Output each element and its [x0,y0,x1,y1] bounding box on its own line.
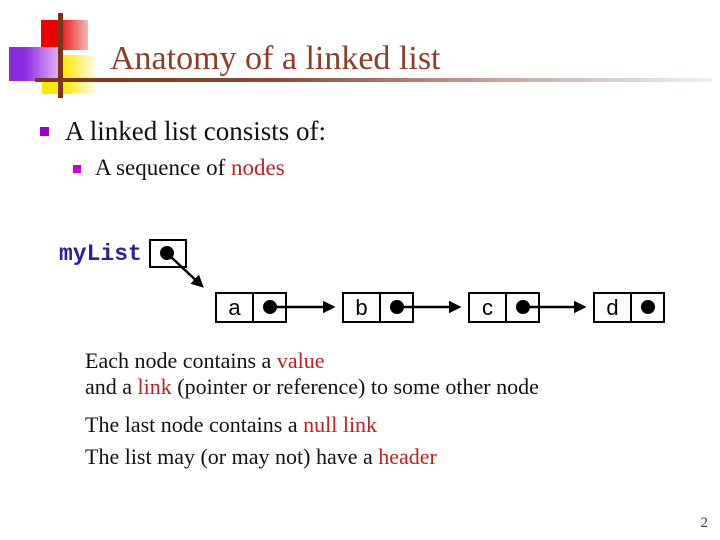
bullet-level2-pre: A sequence of [95,155,232,180]
body-line-red: value [276,348,325,373]
node-pointer-cell [254,294,285,321]
body-line-pre: The last node contains a [85,412,304,437]
node-pointer-cell [507,294,538,321]
body-line-red: header [378,444,437,469]
bullet-square-icon [40,127,49,136]
body-line-pre: Each node contains a [85,348,277,373]
decor-vertical-line [58,13,63,98]
slide-title: Anatomy of a linked list [110,40,441,77]
bullet-level1-text: A linked list consists of: [65,116,327,146]
node-box-d: d [593,292,665,323]
node-value-cell: b [344,294,381,321]
body-line-post: (pointer or reference) to some other nod… [171,374,539,399]
node-value-cell: a [217,294,254,321]
page-number: 2 [700,515,709,531]
body-line-pre: The list may (or may not) have a [85,444,379,469]
list-header-box [149,239,187,268]
node-pointer-cell [381,294,412,321]
bullet-level2-red: nodes [231,155,285,180]
bullet-level2-text: A sequence of nodes [95,155,285,181]
node-box-b: b [342,292,414,323]
body-line-red: link [137,374,172,399]
node-box-a: a [215,292,287,323]
body-line-pre: and a [85,374,138,399]
body-line: Each node contains a value [85,348,324,374]
node-value-cell: c [470,294,507,321]
body-line: The last node contains a null link [85,412,377,438]
sub-bullet-square-icon [73,165,81,173]
body-line-red: null link [303,412,378,437]
decor-red-square [41,20,88,50]
node-pointer-cell [632,294,663,321]
body-line: The list may (or may not) have a header [85,444,437,470]
title-underline [35,78,712,82]
node-box-c: c [468,292,540,323]
list-variable-label: myList [59,241,142,267]
decor-purple-square [9,47,59,81]
node-value-cell: d [595,294,632,321]
body-line: and a link (pointer or reference) to som… [85,374,539,400]
